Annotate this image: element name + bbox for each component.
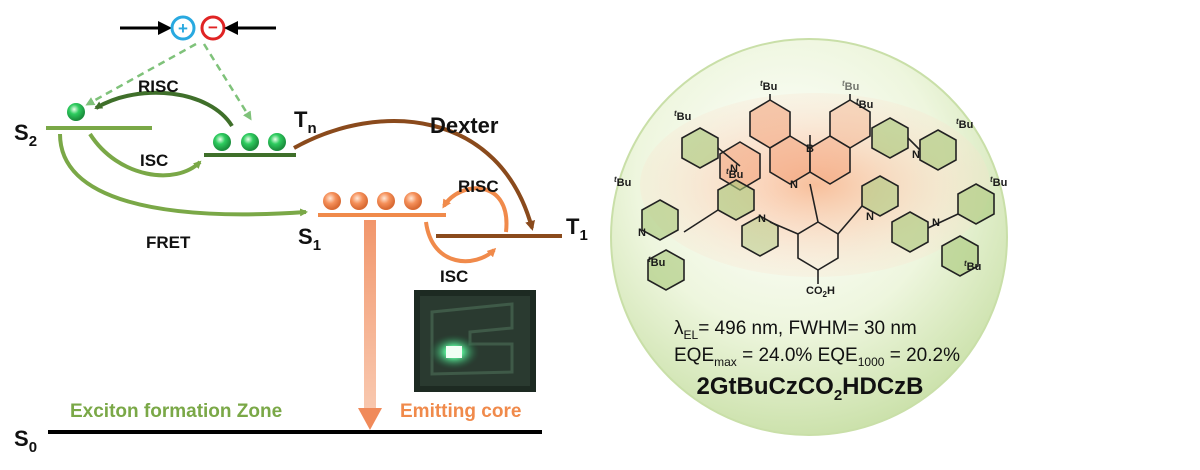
- cz-ring-7: [919, 129, 957, 171]
- link-bond-core: [809, 183, 819, 223]
- emission-beam: [364, 220, 376, 410]
- tbu-label-2: tBu: [842, 79, 859, 93]
- dexter-label: Dexter: [430, 113, 499, 138]
- nitrogen-atom-4: N: [758, 213, 766, 225]
- risc-upper-label: RISC: [138, 77, 179, 96]
- cz-link-3: [907, 137, 921, 151]
- energy-diagram: + − S2 Tn RISC ISC FRET Dexter: [14, 15, 588, 456]
- tbu-label-1: tBu: [760, 79, 777, 93]
- isc-lower-arrow: [424, 221, 497, 264]
- nitrogen-atom-2: N: [790, 179, 798, 191]
- s1-exciton-3: [377, 192, 395, 210]
- cz-ring-2: [717, 179, 755, 221]
- s1-exciton-4: [404, 192, 422, 210]
- cz-ring-4: [647, 249, 685, 291]
- device-photo: [414, 290, 536, 392]
- nitrogen-atom-5: N: [638, 227, 646, 239]
- tn-exciton-2: [241, 133, 259, 151]
- tbu-label-7: tBu: [614, 175, 631, 189]
- link-bond-left: [769, 221, 799, 235]
- exciton-formation-zone-label: Exciton formation Zone: [70, 401, 282, 422]
- cz-link-1: [717, 147, 741, 167]
- property-line-1: λEL= 496 nm, FWHM= 30 nm: [674, 318, 917, 342]
- cz-ring-6: [871, 117, 909, 159]
- hole-arrow-icon: [158, 21, 172, 35]
- electron-symbol: −: [208, 18, 218, 37]
- s1-label: S1: [298, 224, 321, 254]
- risc-lower-arrow: [442, 186, 509, 233]
- tbu-label-3: tBu: [856, 97, 873, 111]
- tn-exciton-3: [268, 133, 286, 151]
- tn-exciton-1: [213, 133, 231, 151]
- nitrogen-atom-6: N: [932, 217, 940, 229]
- boron-atom: B: [806, 143, 814, 155]
- cz-ring-10: [957, 183, 995, 225]
- tbu-label-5: tBu: [956, 117, 973, 131]
- cz-link-4: [927, 213, 959, 229]
- emission-arrow-icon: [358, 408, 382, 430]
- molecule-panel: B N N N N N N N tBu tBu tBu tBu tBu tBu …: [610, 38, 1008, 436]
- isc-lower-label: ISC: [440, 267, 468, 286]
- t1-label: T1: [566, 214, 588, 244]
- s0-label: S0: [14, 426, 37, 456]
- nitrogen-atom-1: N: [730, 163, 738, 175]
- cz-ring-11: [941, 235, 979, 277]
- risc-upper-arrow: [94, 90, 234, 128]
- core-glow: [640, 93, 990, 277]
- tbu-label-8: tBu: [990, 175, 1007, 189]
- hole-charge-icon: [170, 15, 196, 41]
- charge-injection: + −: [85, 15, 276, 121]
- fret-arrow: [58, 133, 308, 217]
- tn-label: Tn: [294, 107, 317, 137]
- cz-ring-8: [861, 175, 899, 217]
- emitting-core-label: Emitting core: [400, 401, 521, 422]
- device-pixel: [446, 346, 462, 358]
- property-line-2: EQEmax = 24.0% EQE1000 = 20.2%: [674, 345, 960, 369]
- tbu-label-6: tBu: [726, 167, 743, 181]
- cz-ring-9: [891, 211, 929, 253]
- link-bond-right: [837, 205, 863, 235]
- cz-link-2: [683, 209, 719, 233]
- injection-arrow-tn: [202, 43, 252, 121]
- tbu-label-10: tBu: [964, 259, 981, 273]
- electron-arrow-icon: [224, 21, 238, 35]
- nitrogen-atom-7: N: [912, 149, 920, 161]
- risc-lower-label: RISC: [458, 177, 499, 196]
- s1-exciton-2: [350, 192, 368, 210]
- s2-label: S2: [14, 120, 37, 150]
- cz-ring-1: [681, 127, 719, 169]
- dexter-arrow: [293, 119, 535, 231]
- injection-arrow-s2: [85, 42, 197, 106]
- s2-exciton: [67, 103, 85, 121]
- s1-exciton-1: [323, 192, 341, 210]
- tbu-label-9: tBu: [648, 255, 665, 269]
- acid-group-label: CO2H: [806, 285, 835, 299]
- cz-ring-3: [641, 199, 679, 241]
- nitrogen-atom-3: N: [866, 211, 874, 223]
- isc-upper-label: ISC: [140, 151, 168, 170]
- tbu-label-4: tBu: [674, 109, 691, 123]
- fret-label: FRET: [146, 233, 191, 252]
- isc-upper-arrow: [88, 132, 202, 178]
- hole-symbol: +: [178, 19, 188, 38]
- molecule-name: 2GtBuCzCO2HDCzB: [696, 373, 923, 404]
- molecule-skeleton: [641, 94, 995, 291]
